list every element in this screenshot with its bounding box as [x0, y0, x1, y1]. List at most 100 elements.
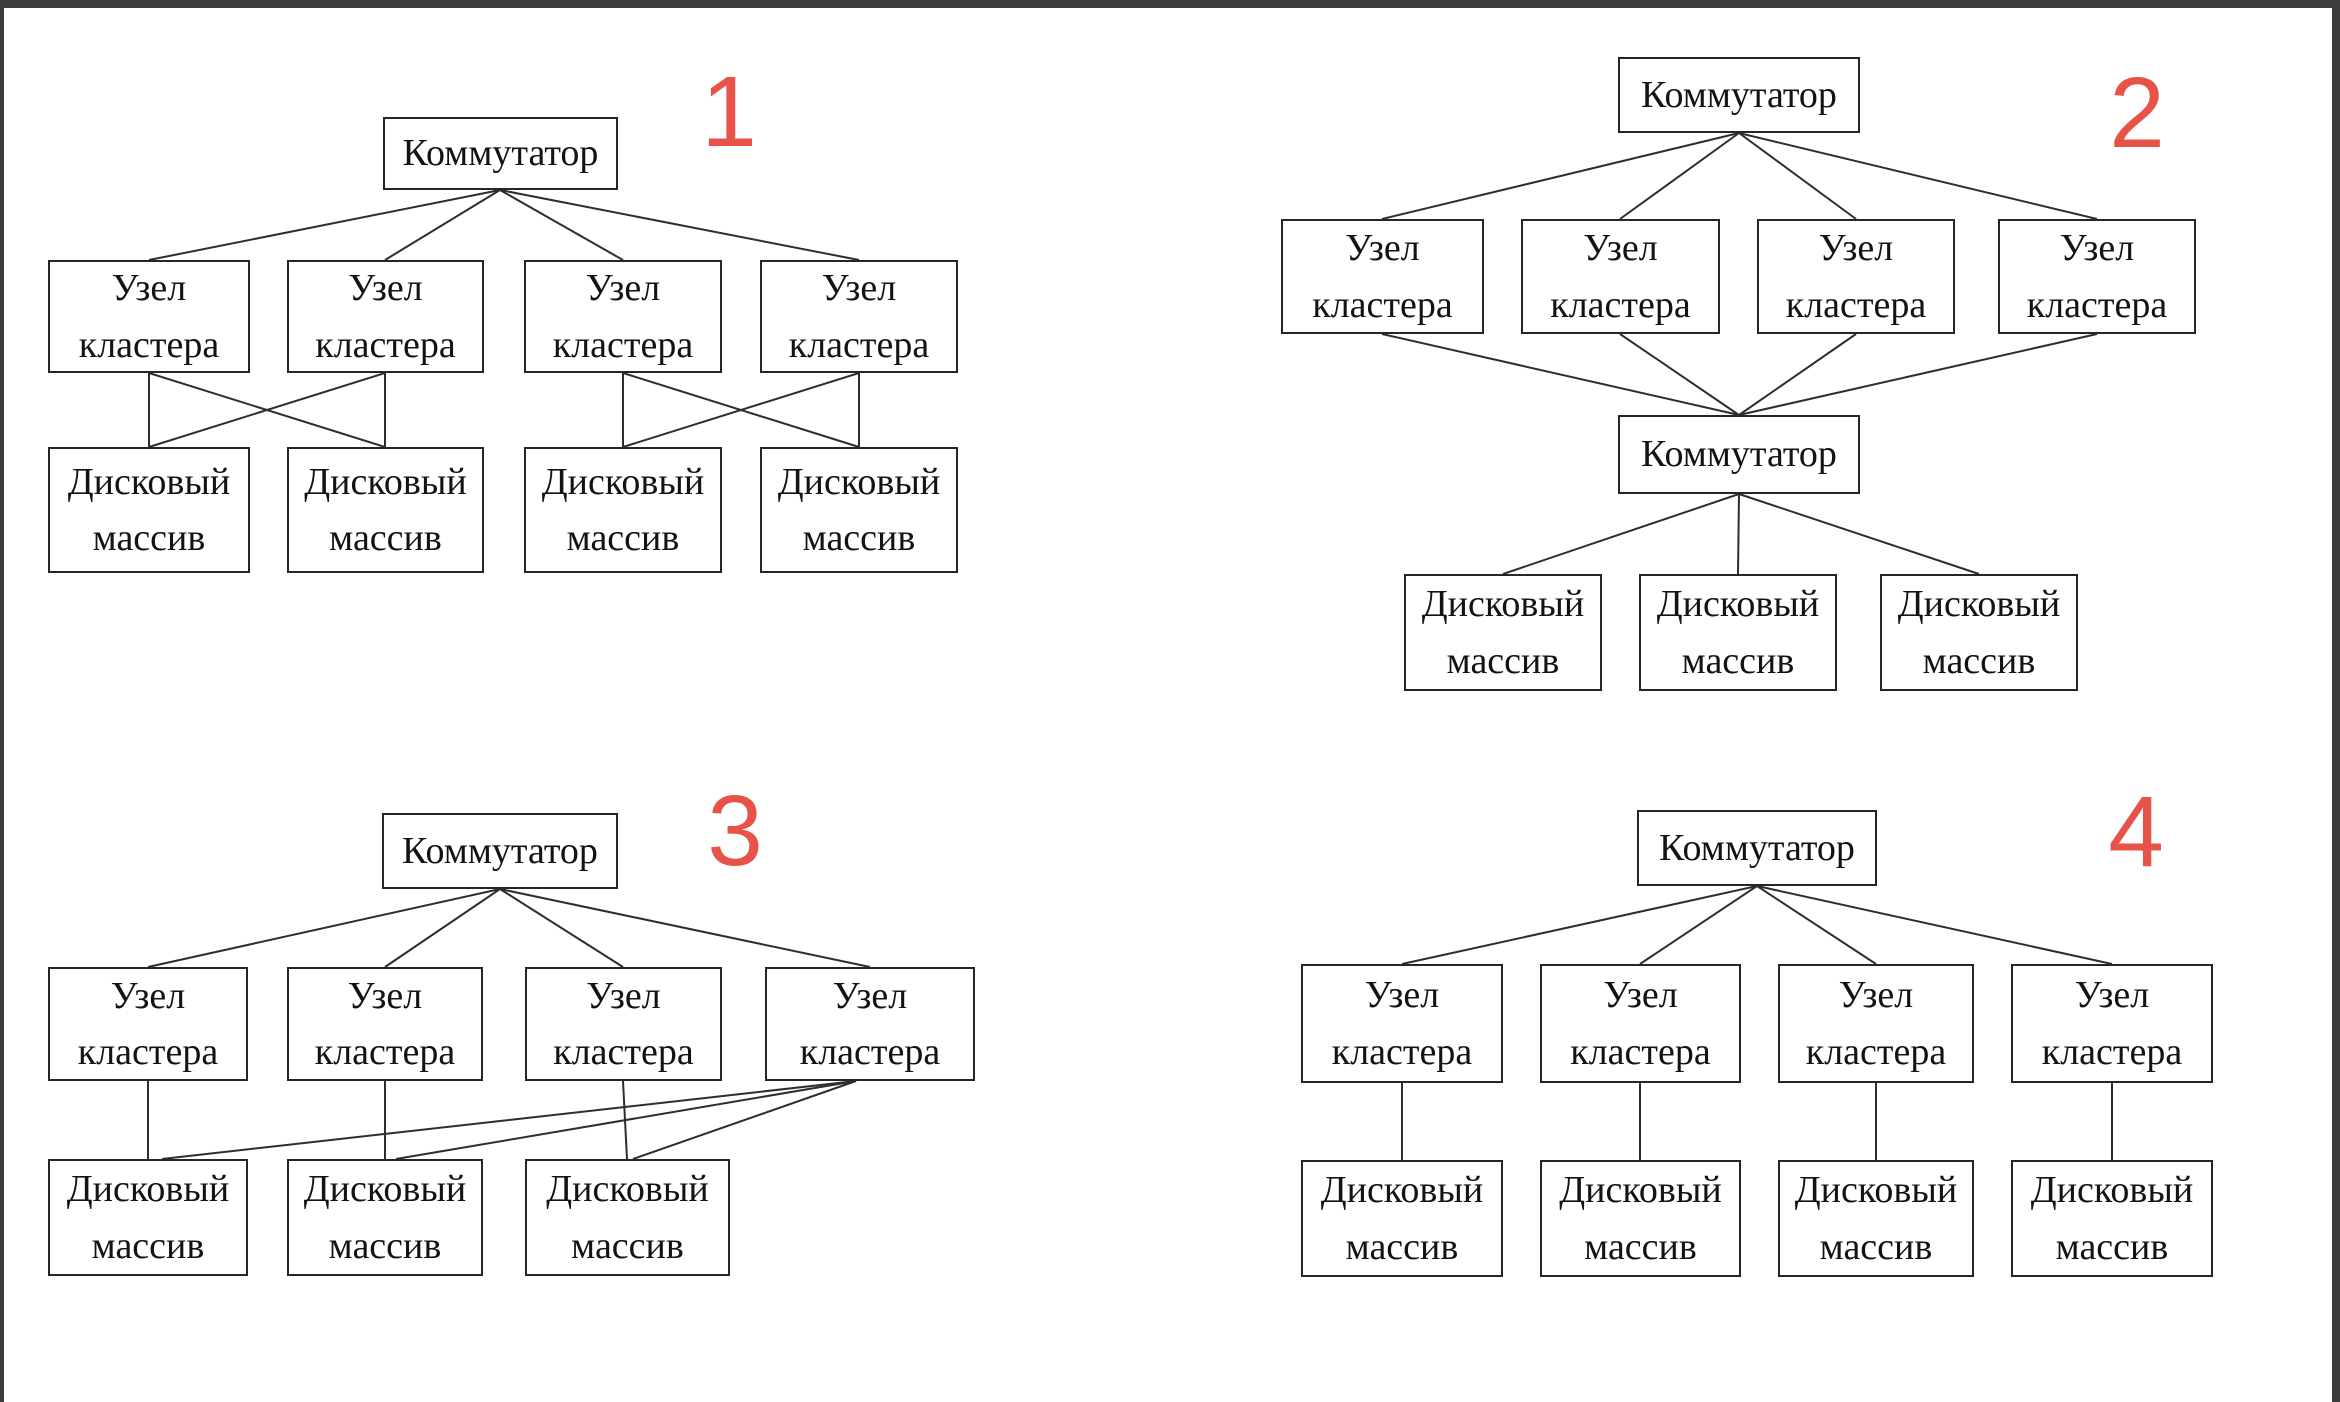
box-label: кластера [315, 323, 456, 366]
box-label: массив [1819, 1225, 1933, 1268]
box-label: Узел [110, 974, 186, 1017]
disk-box: Дисковый массив [1404, 574, 1602, 691]
box-label: массив [1584, 1225, 1697, 1268]
box-label: Дисковый [1559, 1169, 1722, 1212]
box-label: Дисковый [1421, 583, 1585, 626]
box-label: кластера [314, 1031, 456, 1073]
box-label: кластера [1570, 1030, 1711, 1073]
connector-line [1738, 132, 2098, 220]
connector-line [499, 189, 860, 261]
connector-line [1619, 132, 1740, 220]
box-label: кластера [2041, 1030, 2183, 1073]
connector-line [148, 372, 386, 448]
box-label: Узел [832, 974, 908, 1017]
box-label: Узел [1838, 974, 1914, 1017]
box-label: Дисковый [303, 1168, 467, 1211]
diagram-number: 4 [2108, 776, 2164, 888]
connector-line [147, 888, 501, 968]
box-label: Коммутатор [1641, 73, 1837, 116]
box-label: кластера [1312, 283, 1453, 326]
disk-box: Дисковый массив [287, 447, 484, 573]
box-label: Дисковый [1794, 1169, 1958, 1212]
connector-line [1502, 493, 1740, 575]
box-label: Дисковый [546, 1168, 709, 1211]
box-label: массив [566, 517, 680, 559]
switch-box: Коммутатор [1637, 810, 1877, 886]
diagram-number: 1 [701, 56, 757, 168]
box-label: массив [571, 1224, 684, 1267]
connector-line [1381, 333, 1740, 416]
switch-box: Коммутатор [382, 813, 618, 889]
connector-line [1738, 132, 1857, 220]
box-label: Узел [586, 974, 661, 1017]
node-box: Узел кластера [287, 260, 484, 373]
window-border-top [0, 0, 2340, 8]
node-box: Узел кластера [1540, 964, 1741, 1083]
box-label: массив [92, 517, 206, 559]
box-label: Узел [1364, 974, 1440, 1017]
connector-line [1401, 885, 1758, 965]
node-box: Узел кластера [48, 260, 250, 373]
box-label: Узел [111, 267, 187, 310]
box-label: Коммутатор [402, 829, 598, 872]
node-box: Узел кластера [287, 967, 483, 1081]
connector-line [1381, 132, 1740, 220]
connector-line [499, 888, 871, 968]
box-label: Дисковый [67, 460, 231, 503]
disk-box: Дисковый массив [524, 447, 722, 573]
box-label: Дисковый [1897, 583, 2061, 626]
box-label: Коммутатор [1659, 826, 1855, 869]
box-label: Узел [348, 267, 423, 310]
box-label: Узел [1818, 227, 1894, 270]
box-label: Узел [1603, 974, 1678, 1017]
disk-box: Дисковый массив [525, 1159, 730, 1276]
connector-line [1738, 333, 1857, 416]
box-label: Дисковый [2030, 1169, 2194, 1212]
box-label: кластера [77, 1031, 219, 1073]
connector-line [384, 189, 501, 261]
node-box: Узел кластера [760, 260, 958, 373]
diagram-number: 2 [2109, 57, 2165, 169]
node-box: Узел кластера [525, 967, 722, 1081]
node-box: Узел кластера [1281, 219, 1484, 334]
box-label: Узел [821, 267, 897, 310]
box-label: кластера [78, 323, 220, 366]
box-label: массив [1345, 1225, 1459, 1268]
box-label: кластера [2026, 283, 2168, 326]
box-label: кластера [1785, 283, 1927, 326]
node-box: Узел кластера [1301, 964, 1503, 1083]
box-label: массив [329, 517, 442, 559]
disk-box: Дисковый массив [1778, 1160, 1974, 1277]
disk-box: Дисковый массив [48, 1159, 248, 1276]
connector-line [1756, 885, 2113, 965]
box-label: Дисковый [1656, 583, 1820, 626]
switch-box: Коммутатор [383, 117, 618, 190]
connector-line [395, 1080, 857, 1160]
connector-line [622, 372, 860, 448]
box-label: массив [91, 1224, 205, 1267]
node-box: Узел кластера [1757, 219, 1955, 334]
connector-line [1737, 493, 1740, 575]
box-label: кластера [1805, 1030, 1947, 1073]
box-label: Узел [585, 267, 661, 310]
box-label: кластера [552, 323, 694, 366]
node-box: Узел кластера [765, 967, 975, 1081]
node-box: Узел кластера [48, 967, 248, 1081]
connector-line [499, 189, 624, 261]
box-label: Узел [347, 974, 423, 1017]
connector-line [1738, 333, 2098, 416]
node-box: Узел кластера [1998, 219, 2196, 334]
box-label: Узел [1345, 227, 1420, 270]
box-label: кластера [553, 1031, 694, 1073]
disk-box: Дисковый массив [1540, 1160, 1741, 1277]
connector-line [1619, 333, 1740, 416]
box-label: массив [802, 517, 916, 559]
box-label: Дисковый [541, 460, 705, 503]
box-label: Дисковый [777, 460, 941, 503]
box-label: Дисковый [66, 1168, 230, 1211]
connector-line [161, 1080, 857, 1160]
disk-box: Дисковый массив [1639, 574, 1837, 691]
connector-line [148, 189, 501, 261]
switch-box: Коммутатор [1618, 415, 1860, 494]
